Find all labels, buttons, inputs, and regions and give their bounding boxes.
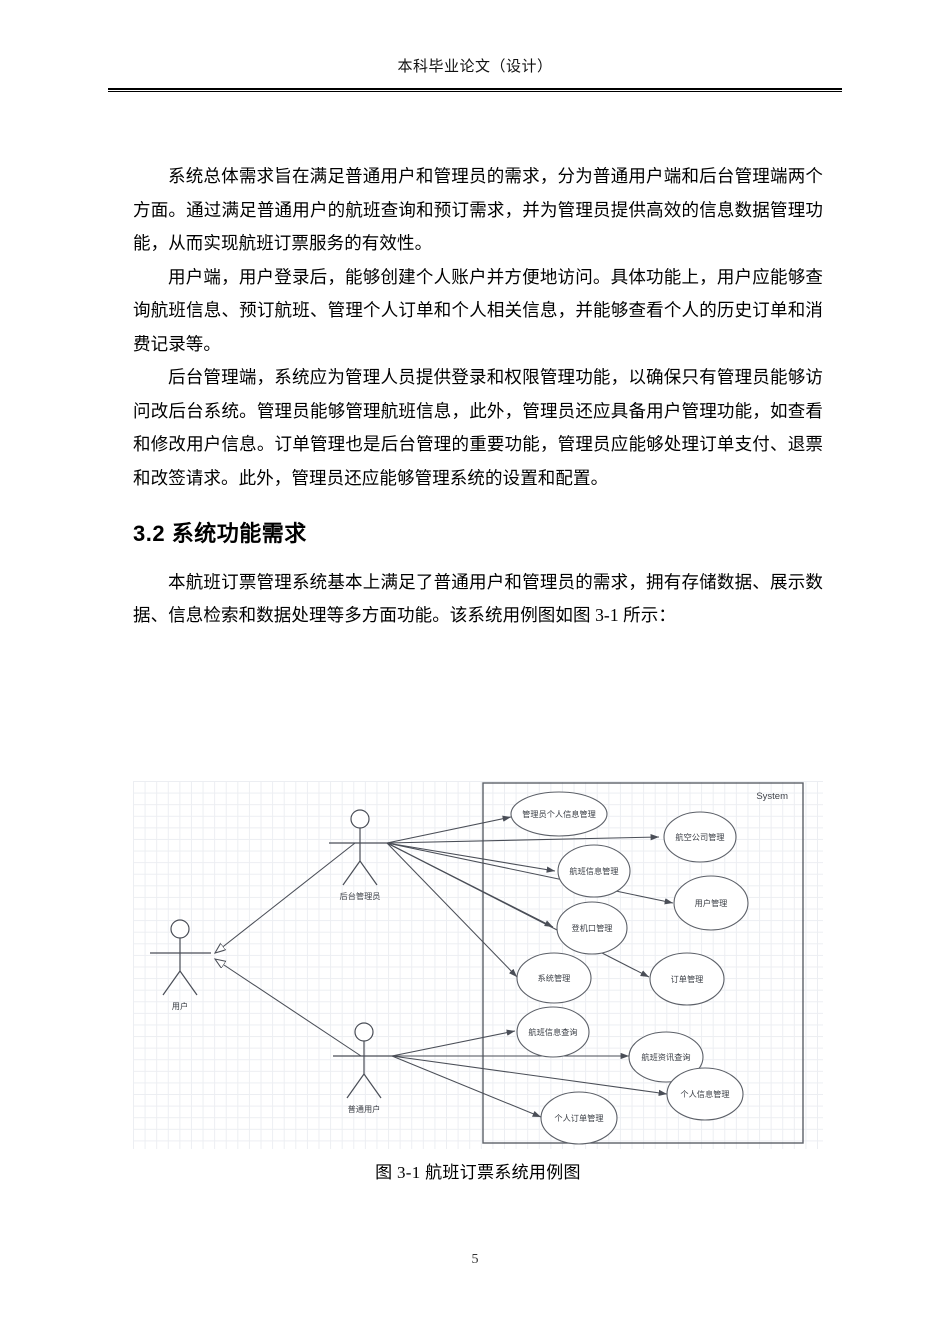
- header-title: 本科毕业论文（设计）: [397, 59, 553, 75]
- generalization-links: [215, 842, 362, 1057]
- use-case-label: 航班信息管理: [569, 866, 618, 876]
- normal-user-associations: [391, 1029, 668, 1118]
- use-case-boarding-gate-mgmt[interactable]: 登机口管理: [556, 901, 628, 955]
- use-case-admin-profile-mgmt[interactable]: 管理员个人信息管理: [510, 791, 608, 837]
- use-case-flight-info-mgmt[interactable]: 航班信息管理: [557, 844, 631, 898]
- actor-user[interactable]: 用户: [150, 919, 211, 1011]
- actor-user-label: 用户: [172, 1001, 188, 1011]
- figure-use-case-diagram: System: [133, 781, 823, 1149]
- header-double-rule: [108, 88, 842, 93]
- use-case-order-mgmt[interactable]: 订单管理: [649, 952, 725, 1006]
- use-case-label: 登机口管理: [572, 923, 613, 933]
- paragraph-overview: 系统总体需求旨在满足普通用户和管理员的需求，分为普通用户端和后台管理端两个方面。…: [133, 166, 823, 253]
- document-body: 系统总体需求旨在满足普通用户和管理员的需求，分为普通用户端和后台管理端两个方面。…: [133, 160, 823, 633]
- use-case-label: 航空公司管理: [675, 832, 724, 842]
- use-case-personal-info-mgmt[interactable]: 个人信息管理: [666, 1067, 744, 1121]
- system-boundary-label: System: [756, 791, 788, 802]
- page-header: 本科毕业论文（设计）: [108, 58, 842, 76]
- header-rule-thin: [108, 91, 842, 93]
- use-case-user-mgmt[interactable]: 用户管理: [673, 875, 749, 931]
- actor-normal-user-label: 普通用户: [348, 1104, 381, 1114]
- use-case-label: 用户管理: [695, 898, 728, 908]
- use-case-label: 系统管理: [538, 973, 571, 983]
- section-heading-3-2: 3.2 系统功能需求: [133, 521, 307, 546]
- use-case-label: 航班信息查询: [528, 1027, 577, 1037]
- use-case-personal-order-mgmt[interactable]: 个人订单管理: [540, 1091, 618, 1145]
- use-case-label: 个人订单管理: [554, 1113, 603, 1123]
- admin-associations: [386, 815, 674, 978]
- system-boundary: System: [482, 782, 804, 1144]
- actor-admin-label: 后台管理员: [340, 891, 381, 901]
- actor-admin[interactable]: 后台管理员: [329, 809, 389, 901]
- use-case-airline-company-mgmt[interactable]: 航空公司管理: [663, 811, 737, 863]
- header-rule-thick: [108, 88, 842, 91]
- use-case-label: 航班资讯查询: [641, 1052, 690, 1062]
- use-case-system-mgmt[interactable]: 系统管理: [516, 952, 592, 1004]
- figure-caption: 图 3-1 航班订票系统用例图: [375, 1163, 581, 1182]
- paragraph-client-side: 用户端，用户登录后，能够创建个人账户并方便地访问。具体功能上，用户应能够查询航班…: [133, 266, 823, 354]
- use-case-flight-info-query[interactable]: 航班信息查询: [516, 1006, 590, 1058]
- page-number: 5: [471, 1252, 479, 1267]
- use-case-flight-news-query[interactable]: 航班资讯查询: [628, 1031, 704, 1083]
- diagram-canvas: System: [133, 781, 823, 1149]
- paragraph-functional-requirements: 本航班订票管理系统基本上满足了普通用户和管理员的需求，拥有存储数据、展示数据、信…: [133, 571, 823, 626]
- actor-normal-user[interactable]: 普通用户: [333, 1022, 394, 1114]
- paragraph-admin-side: 后台管理端，系统应为管理人员提供登录和权限管理功能，以确保只有管理员能够访问改后…: [133, 367, 823, 488]
- use-case-label: 管理员个人信息管理: [522, 809, 596, 819]
- use-case-label: 订单管理: [671, 974, 704, 984]
- use-case-label: 个人信息管理: [680, 1089, 729, 1099]
